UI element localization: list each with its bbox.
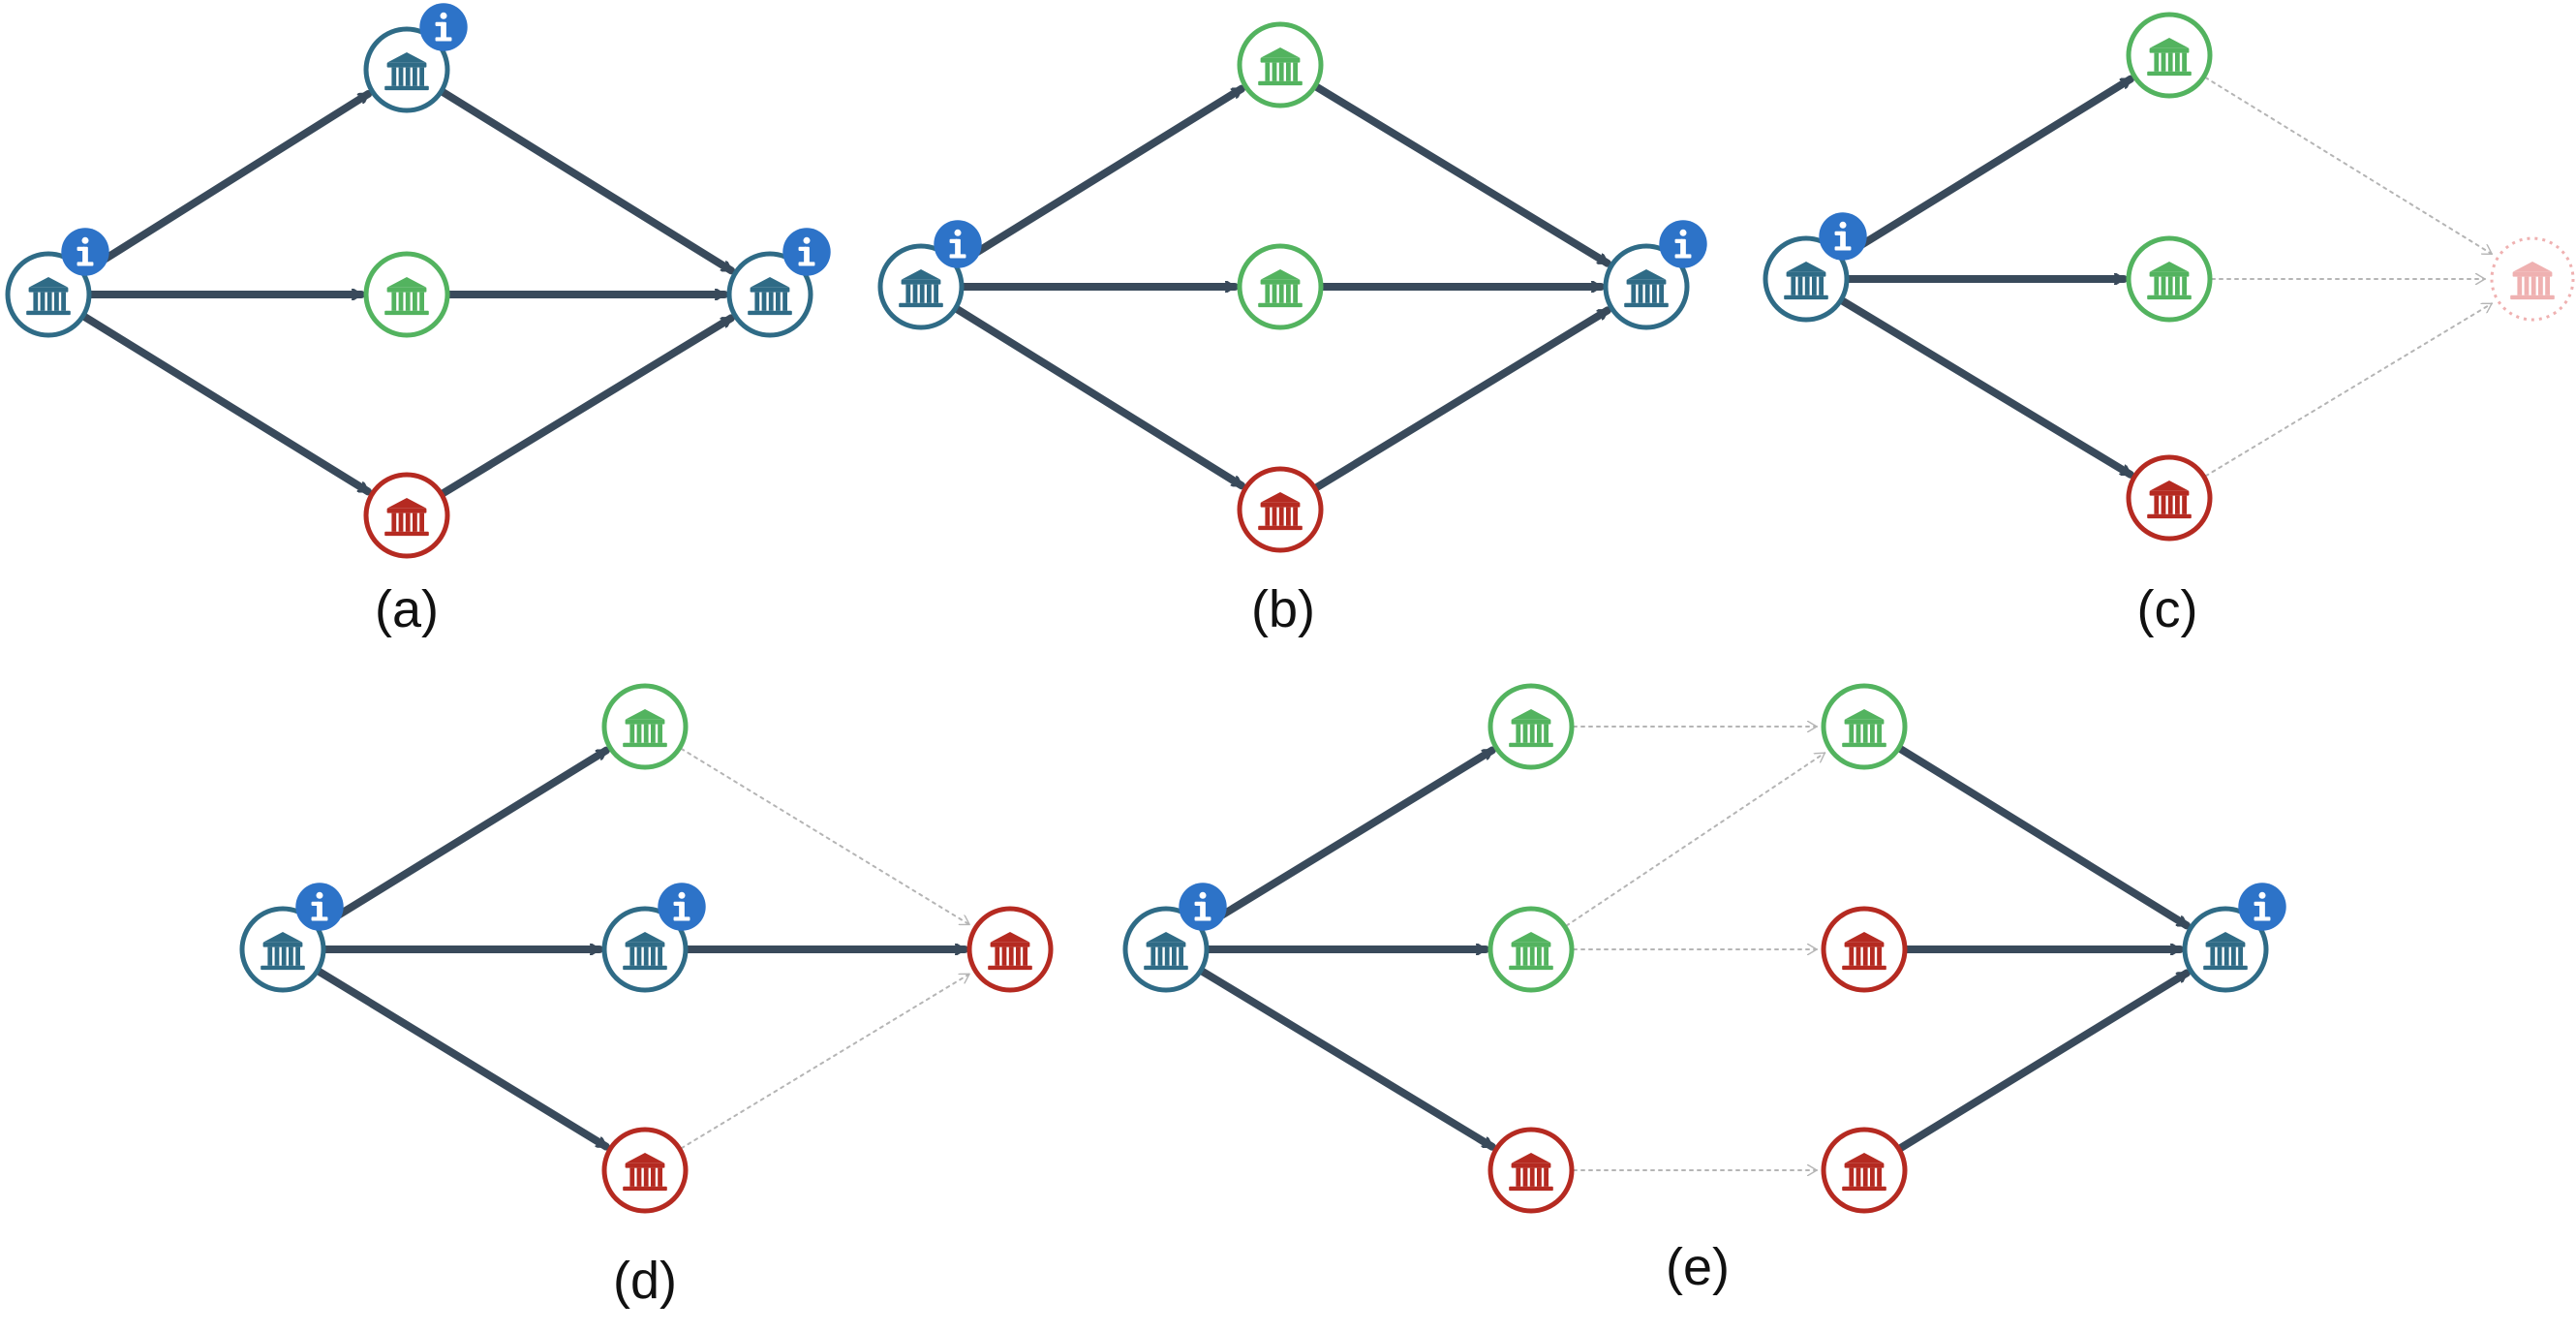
panel-d-caption: (d) [613, 1252, 677, 1310]
d-top-node [601, 683, 689, 770]
a-src-node [5, 228, 109, 338]
d-bot-node [601, 1127, 689, 1214]
e-bot2-node [1821, 1127, 1908, 1214]
b-edge-5-solid-arrow [1312, 306, 1611, 492]
c-mid-node [2126, 235, 2213, 323]
d-edge-5-dotted-arrow [680, 973, 971, 1150]
a-dst-node [726, 228, 831, 338]
b-top-node [1237, 21, 1324, 108]
c-src-node [1763, 212, 1867, 323]
e-top1-node [1487, 683, 1575, 770]
caption-layer: (a) (b) (c) (d) (e) [375, 580, 2197, 1310]
e-edge-2-solid-arrow [1198, 967, 1496, 1151]
info-icon [658, 883, 706, 931]
node-layer [5, 3, 2575, 1214]
info-icon [61, 228, 109, 276]
info-icon [782, 228, 831, 276]
b-edge-0-solid-arrow [953, 84, 1246, 268]
b-mid-node [1237, 243, 1324, 330]
panel-c-caption: (c) [2137, 580, 2198, 638]
d-dst-node [966, 906, 1054, 993]
c-edge-2-solid-arrow [1838, 296, 2134, 479]
a-edge-3-solid-arrow [439, 88, 736, 275]
b-edge-2-solid-arrow [953, 305, 1246, 490]
e-top2-node [1821, 683, 1908, 770]
c-top-node [2126, 12, 2213, 99]
c-edge-3-dotted-arrow [2204, 77, 2494, 256]
c-edge-0-solid-arrow [1838, 75, 2134, 261]
info-icon [1179, 883, 1227, 931]
b-dst-node [1603, 220, 1707, 330]
a-edge-2-solid-arrow [80, 313, 372, 496]
c-edge-5-dotted-arrow [2204, 302, 2494, 478]
a-mid-node [363, 251, 450, 338]
d-edge-0-solid-arrow [315, 746, 610, 931]
panel-b-caption: (b) [1251, 580, 1315, 638]
e-bot1-node [1487, 1127, 1575, 1214]
e-edge-9-solid-arrow [1896, 969, 2191, 1153]
d-edge-3-dotted-arrow [680, 747, 971, 926]
e-edge-0-solid-arrow [1198, 746, 1496, 932]
a-bot-node [363, 472, 450, 559]
a-edge-0-solid-arrow [80, 89, 373, 276]
edge-layer [80, 75, 2494, 1170]
info-icon [295, 883, 344, 931]
panel-e-caption: (e) [1666, 1238, 1730, 1296]
e-mid2-node [1821, 906, 1908, 993]
b-bot-node [1237, 466, 1324, 553]
d-mid-node [601, 883, 706, 993]
c-dst-node [2490, 236, 2575, 322]
d-edge-2-solid-arrow [315, 967, 610, 1151]
info-icon [419, 3, 468, 51]
e-edge-7-solid-arrow [1896, 745, 2191, 930]
e-edge-4-dotted-arrow [1565, 752, 1826, 927]
c-bot-node [2126, 454, 2213, 542]
e-src-node [1122, 883, 1227, 993]
a-edge-5-solid-arrow [439, 314, 735, 498]
d-src-node [239, 883, 344, 993]
e-mid1-node [1487, 906, 1575, 993]
info-icon [1659, 220, 1707, 268]
info-icon [934, 220, 982, 268]
info-icon [2238, 883, 2286, 931]
a-top-node [363, 3, 468, 113]
b-src-node [877, 220, 982, 330]
panel-a-caption: (a) [375, 580, 439, 638]
info-icon [1819, 212, 1867, 261]
b-edge-3-solid-arrow [1312, 82, 1611, 267]
e-dst-node [2182, 883, 2286, 993]
